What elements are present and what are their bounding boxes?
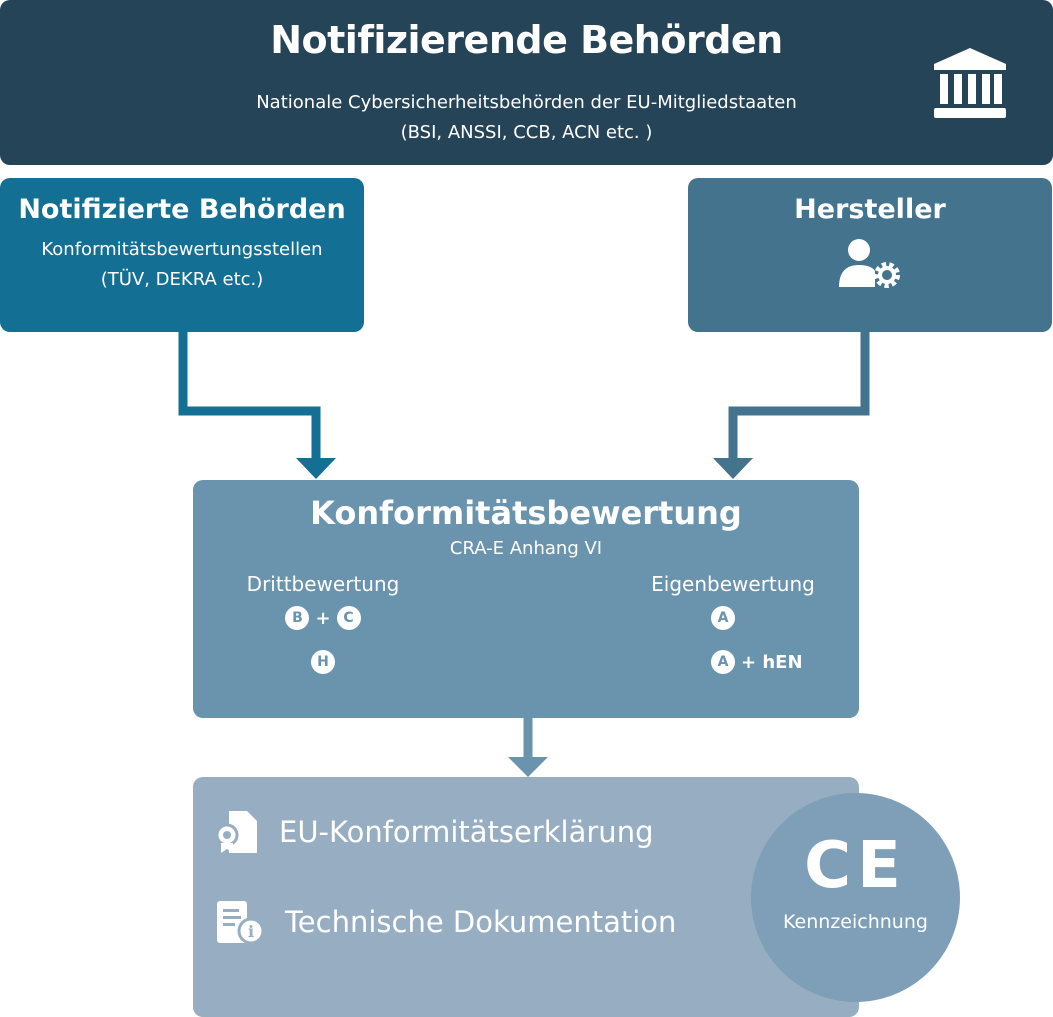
technical-documentation-item: i Technische Dokumentation (215, 899, 676, 945)
module-b-badge: B (285, 606, 310, 630)
ce-logo: CE (804, 829, 907, 903)
certificate-document-icon (215, 811, 257, 853)
arrow-right-to-mid (728, 332, 870, 460)
ce-marking-label: Kennzeichnung (783, 911, 928, 933)
conformity-assessment-title: Konformitätsbewertung (310, 494, 742, 532)
notified-bodies-examples: (TÜV, DEKRA etc.) (100, 269, 264, 290)
self-assessment: Eigenbewertung A A + hEN (638, 572, 828, 684)
ce-marking-badge: CE Kennzeichnung (751, 793, 960, 1002)
notifying-authorities-desc: Nationale Cybersicherheitsbehörden der E… (256, 92, 797, 113)
notifying-authorities-title: Notifizierende Behörden (270, 18, 783, 62)
user-gear-icon (839, 239, 900, 288)
hen-suffix: + hEN (741, 651, 803, 673)
arrowhead-left (296, 458, 336, 479)
module-a-badge: A (711, 606, 735, 630)
self-assessment-label: Eigenbewertung (651, 572, 815, 596)
plus-sign: + (315, 607, 331, 629)
notified-bodies-title: Notifizierte Behörden (18, 194, 346, 225)
svg-text:i: i (248, 922, 254, 941)
manufacturer-box: Hersteller (688, 178, 1052, 332)
manufacturer-title: Hersteller (794, 194, 946, 225)
notified-bodies-box: Notifizierte Behörden Konformitätsbewert… (0, 178, 364, 332)
technical-documentation-label: Technische Dokumentation (285, 905, 677, 939)
outputs-box: EU-Konformitätserklärung i Technische Do… (193, 777, 859, 1017)
notifying-authorities-examples: (BSI, ANSSI, CCB, ACN etc. ) (400, 122, 653, 143)
arrowhead-right (713, 458, 753, 479)
conformity-assessment-subtitle: CRA-E Anhang VI (449, 538, 603, 559)
government-building-icon (934, 48, 1006, 118)
document-info-icon: i (217, 901, 265, 945)
arrow-left-to-mid (178, 332, 321, 460)
eu-declaration-label: EU-Konformitätserklärung (279, 815, 654, 849)
eu-declaration-item: EU-Konformitätserklärung (215, 809, 653, 855)
module-c-badge: C (336, 606, 361, 630)
module-a-badge: A (711, 650, 735, 674)
notified-bodies-desc: Konformitätsbewertungsstellen (41, 239, 323, 260)
notifying-authorities-box: Notifizierende Behörden Nationale Cybers… (0, 0, 1053, 165)
third-party-assessment: Drittbewertung B+C H (233, 572, 413, 684)
arrowhead-mid (508, 757, 548, 777)
third-party-label: Drittbewertung (246, 572, 400, 596)
conformity-assessment-box: Konformitätsbewertung CRA-E Anhang VI Dr… (193, 480, 859, 718)
module-h-badge: H (311, 650, 335, 674)
